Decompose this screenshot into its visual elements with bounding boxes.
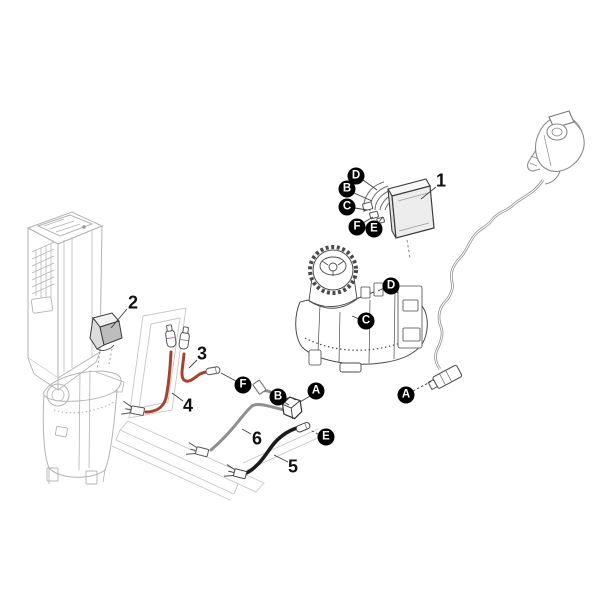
connector-callout-D: D: [382, 277, 400, 295]
battery-pack-illustration: [26, 211, 104, 391]
switch-assembly-part-1: [362, 178, 435, 259]
connector-callout-D: D: [347, 167, 365, 185]
part-number-6: 6: [251, 428, 263, 449]
connector-callout-F: F: [348, 218, 366, 236]
red-wire-part-4: [121, 324, 177, 416]
black-wire-part-5: [223, 422, 311, 480]
connector-callout-C: C: [338, 198, 356, 216]
connector-callout-A: A: [397, 386, 415, 404]
connector-callout-B: B: [269, 388, 287, 406]
ghost-chassis-outline: [111, 307, 323, 501]
connector-callout-F: F: [234, 376, 252, 394]
connector-callout-C: C: [357, 312, 375, 330]
control-handle-illustration: [527, 110, 585, 185]
connector-callout-B: B: [338, 180, 356, 198]
cable-inner: [435, 179, 544, 370]
connector-callout-E: E: [365, 220, 383, 238]
part-number-4: 4: [182, 395, 194, 416]
connector-callout-E: E: [317, 428, 335, 446]
part-number-5: 5: [287, 456, 299, 477]
cover-part-2: [89, 312, 123, 371]
container-housing-illustration: [42, 369, 125, 485]
part-number-2: 2: [127, 292, 139, 313]
connector-callout-A: A: [307, 382, 325, 400]
red-wire-part-3: [178, 326, 221, 383]
part-number-1: 1: [435, 170, 447, 191]
part-number-3: 3: [196, 343, 208, 364]
